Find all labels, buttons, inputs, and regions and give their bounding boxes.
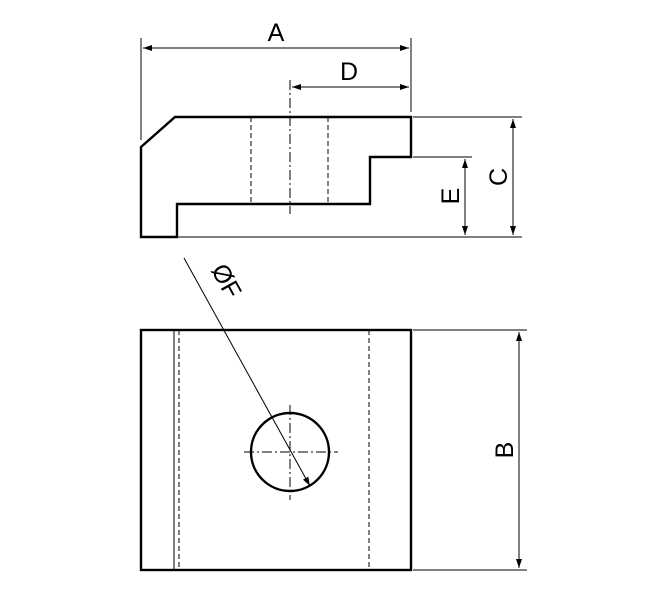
top-view: ØF B [139, 257, 527, 572]
label-c: C [485, 168, 513, 186]
side-view: A D C E [139, 19, 522, 239]
dimension-b: B [413, 329, 527, 571]
label-f: ØF [205, 259, 246, 303]
dimension-c: C [177, 116, 522, 238]
dimension-d: D [292, 58, 409, 90]
label-d: D [340, 58, 358, 86]
label-b: B [491, 442, 519, 459]
label-a: A [268, 19, 285, 47]
label-e: E [437, 188, 465, 205]
dimension-a: A [140, 19, 412, 140]
dimension-e: E [413, 156, 472, 235]
side-view-outline [139, 115, 413, 239]
top-view-outline [139, 328, 413, 572]
